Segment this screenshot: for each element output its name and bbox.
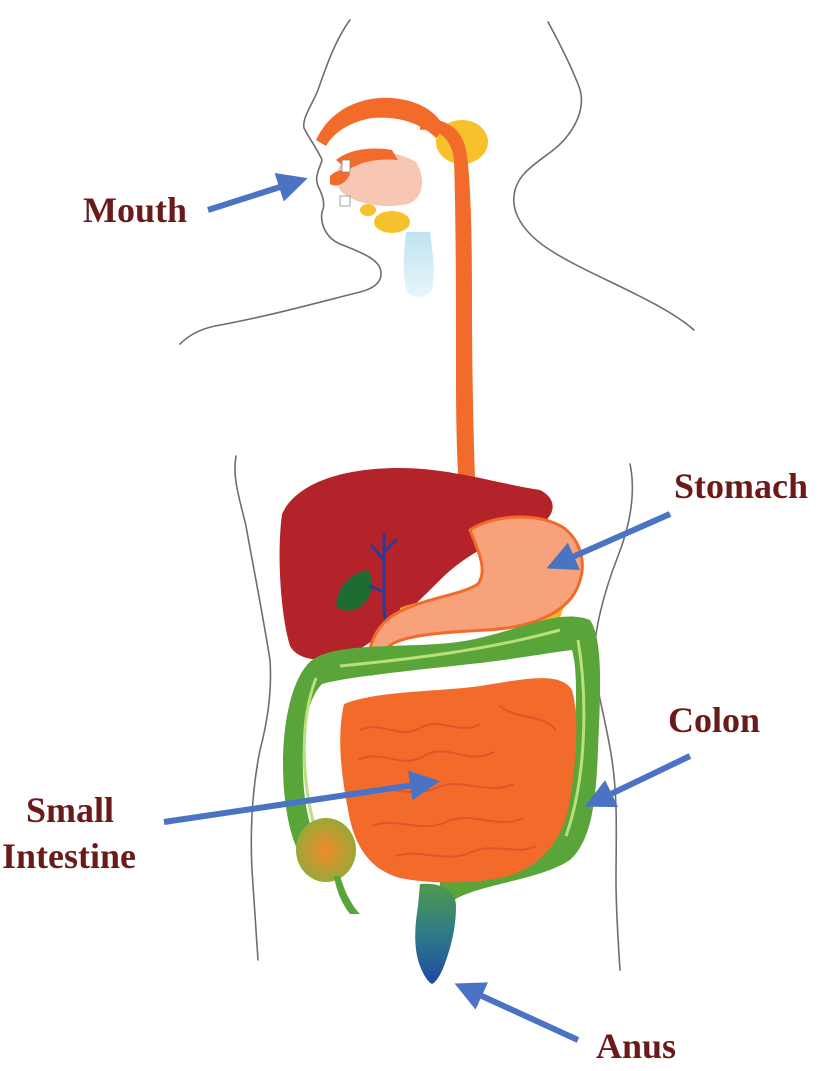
gallbladder [336,570,373,611]
stomach-arrow-icon [546,511,672,571]
trachea [403,232,434,297]
cecum [296,818,360,914]
colon-label: Colon [668,700,761,740]
small-intestine [340,678,577,883]
colon-arrow-icon [584,753,692,808]
oral-cavity [316,97,444,207]
anus-label: Anus [596,1026,677,1066]
arrows [163,173,692,1043]
small-intestine-label-line1: Small [26,790,115,830]
stomach [367,515,584,677]
mouth-label: Mouth [83,190,188,230]
mouth-arrow-icon [207,173,308,213]
colon [283,616,601,902]
anus-arrow-icon [454,982,580,1043]
small-intestine-label-line2: Intestine [2,836,136,876]
liver [279,468,553,660]
stomach-label: Stomach [674,466,808,506]
body-outline [179,19,695,971]
rectum [415,883,456,984]
esophagus [420,118,480,532]
small-intestine-arrow-icon [163,770,440,825]
